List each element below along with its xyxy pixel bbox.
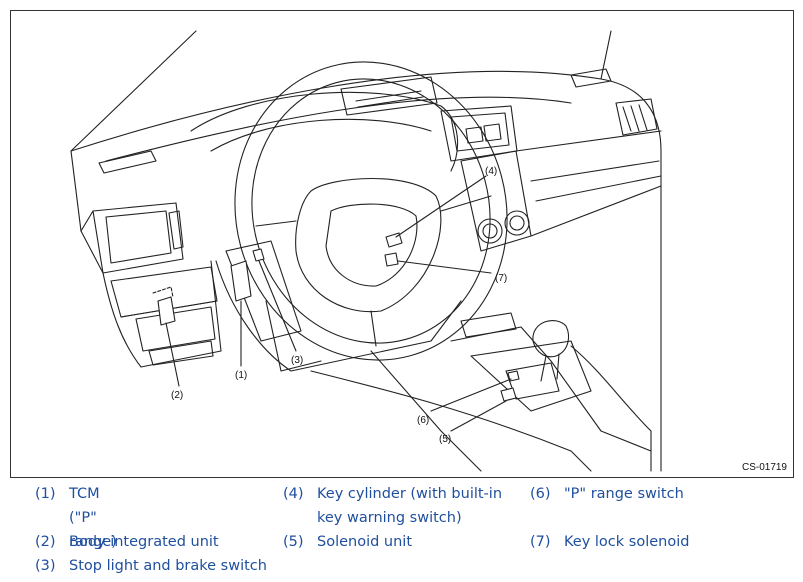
steering-wheel-outer	[234, 61, 508, 361]
windshield-pillar-left	[70, 30, 197, 152]
leader-2	[165, 322, 180, 387]
callout-1: (1)	[235, 370, 247, 381]
legend-number: (6)	[530, 486, 551, 502]
legend-label: Key cylinder (with built-in	[317, 486, 503, 502]
legend-number: (4)	[283, 486, 304, 502]
center-vent	[340, 76, 438, 116]
tcm-component	[230, 260, 252, 302]
dashboard-line-drawing: (1) (2) (3) (4) (5) (6) (7)	[70, 30, 662, 472]
legend-number: (7)	[530, 534, 551, 550]
legend-number: (1)	[35, 486, 56, 502]
leader-4	[395, 175, 487, 238]
legend-label: Stop light and brake switch	[69, 558, 267, 574]
shift-knob	[532, 320, 570, 358]
legend-label: Key lock solenoid	[564, 534, 690, 550]
callout-3: (3)	[291, 355, 303, 366]
legend-number: (5)	[283, 534, 304, 550]
steering-hub	[295, 177, 442, 313]
leader-7	[397, 260, 492, 274]
stop-light-switch-component	[252, 248, 265, 262]
diagram-figure: (1) (2) (3) (4) (5) (6) (7) CS-01719	[10, 10, 794, 478]
legend-label-line2: key warning switch)	[317, 510, 462, 526]
steering-column	[225, 240, 302, 342]
figure-code: CS-01719	[741, 462, 787, 473]
legend-number: (2)	[35, 534, 56, 550]
callout-7: (7)	[495, 273, 507, 284]
callout-4: (4)	[485, 166, 497, 177]
p-range-switch-component	[507, 370, 520, 382]
solenoid-unit-component	[500, 387, 517, 402]
left-display	[92, 202, 184, 274]
legend-label: TCM ("P" range)	[69, 486, 117, 550]
legend-number: (3)	[35, 558, 56, 574]
legend-label: Solenoid unit	[317, 534, 413, 550]
callout-2: (2)	[171, 390, 183, 401]
leader-6	[430, 378, 512, 412]
key-lock-solenoid-component	[384, 252, 399, 267]
key-cylinder-component	[385, 232, 403, 248]
legend-label: Body integrated unit	[69, 534, 219, 550]
legend: (1) TCM ("P" range) (2) Body integrated …	[0, 480, 803, 580]
callout-6: (6)	[417, 415, 429, 426]
shift-console	[470, 340, 592, 412]
leader-3	[258, 260, 297, 352]
windshield-pillar-right	[600, 30, 612, 80]
body-integrated-unit-component	[157, 296, 176, 326]
dash-top-outline	[70, 70, 662, 152]
callout-5: (5)	[439, 434, 451, 445]
legend-label: "P" range switch	[564, 486, 684, 502]
right-vent	[615, 98, 658, 136]
leader-5	[450, 400, 507, 432]
